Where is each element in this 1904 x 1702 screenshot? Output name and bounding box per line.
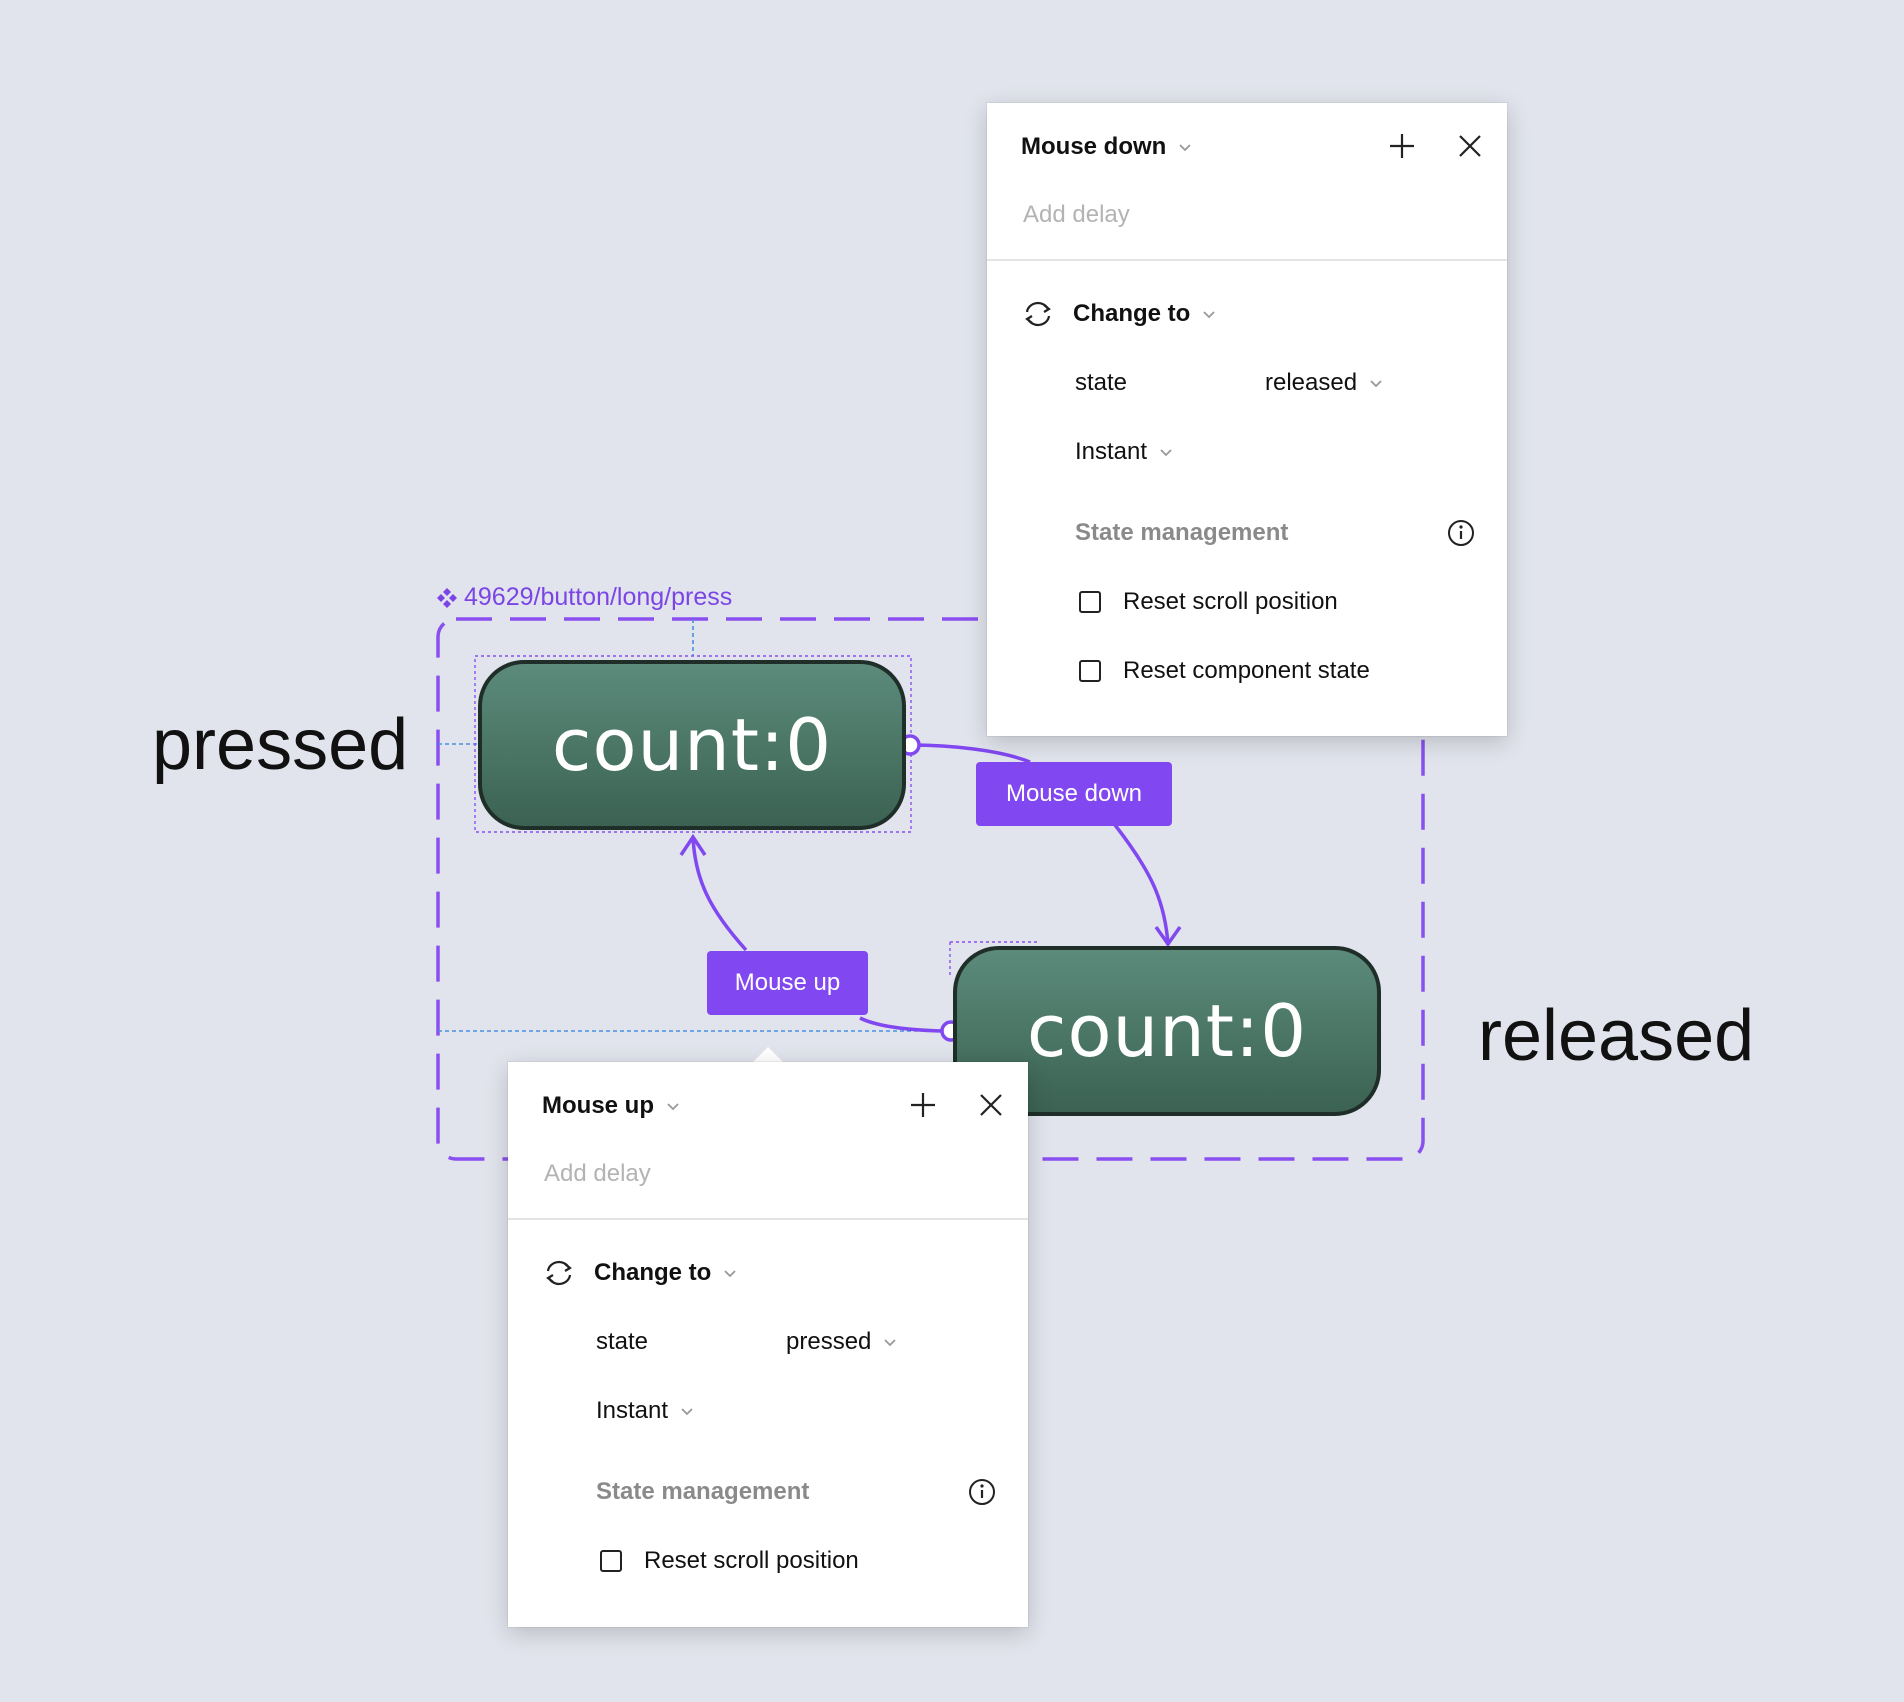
interaction-panel-mouse-down: Mouse down Add delay Change to state (987, 103, 1507, 736)
state-label-released: released (1478, 996, 1755, 1076)
checkbox-label: Reset scroll position (644, 1547, 859, 1574)
plus-icon[interactable] (908, 1090, 938, 1120)
property-value-dropdown[interactable]: released (1265, 369, 1383, 397)
state-management-label: State management (1075, 519, 1289, 546)
chevron-down-icon (1203, 311, 1215, 319)
transition-label: Instant (596, 1397, 669, 1424)
checkbox-label: Reset scroll position (1123, 588, 1338, 615)
transition-dropdown[interactable]: Instant (596, 1397, 694, 1425)
action-dropdown[interactable]: Change to (542, 1258, 737, 1288)
state-label-pressed: pressed (152, 705, 409, 785)
checkbox-reset-scroll[interactable]: Reset scroll position (600, 1547, 859, 1575)
trigger-dropdown[interactable]: Mouse down (1021, 133, 1192, 161)
state-management-heading: State management (1075, 519, 1475, 547)
connector-mouse-down[interactable] (909, 743, 1182, 948)
interaction-panel-mouse-up: Mouse up Add delay Change to state (508, 1062, 1028, 1627)
chevron-down-icon (667, 1103, 679, 1111)
property-name: state (1075, 369, 1128, 396)
variant-released-text: count:0 (1026, 989, 1308, 1073)
variant-pressed-text: count:0 (551, 703, 833, 787)
property-row: state pressed (596, 1328, 897, 1356)
property-row: state released (1075, 369, 1382, 397)
connection-tag-mouse-up[interactable]: Mouse up (707, 951, 868, 1015)
chevron-down-icon (1370, 380, 1382, 388)
trigger-label: Mouse up (542, 1092, 654, 1119)
info-icon[interactable] (1447, 519, 1475, 547)
connection-tag-mouse-down[interactable]: Mouse down (976, 762, 1172, 826)
refresh-icon (1025, 301, 1051, 327)
variant-released[interactable]: count:0 (953, 946, 1381, 1116)
state-management-label: State management (596, 1478, 810, 1505)
chevron-down-icon (1160, 449, 1172, 457)
checkbox-label: Reset component state (1123, 657, 1370, 684)
panel-header: Mouse down Add delay (987, 103, 1507, 261)
plus-icon[interactable] (1387, 131, 1417, 161)
checkbox-box[interactable] (1079, 660, 1101, 682)
property-value: pressed (786, 1328, 872, 1355)
component-set-name-text: 49629/button/long/press (464, 583, 733, 611)
action-label: Change to (594, 1259, 712, 1286)
refresh-icon (546, 1260, 572, 1286)
checkbox-reset-component-state[interactable]: Reset component state (1079, 657, 1370, 685)
checkbox-box[interactable] (600, 1550, 622, 1572)
property-value-dropdown[interactable]: pressed (786, 1328, 897, 1356)
panel-header: Mouse up Add delay (508, 1062, 1028, 1220)
property-name: state (596, 1328, 649, 1355)
property-value: released (1265, 369, 1358, 396)
state-management-heading: State management (596, 1478, 996, 1506)
add-delay-input[interactable]: Add delay (1023, 201, 1130, 228)
checkbox-reset-scroll[interactable]: Reset scroll position (1079, 588, 1338, 616)
component-set-name[interactable]: 49629/button/long/press (436, 583, 732, 612)
action-label: Change to (1073, 300, 1191, 327)
variant-pressed[interactable]: count:0 (478, 660, 906, 830)
transition-label: Instant (1075, 438, 1148, 465)
trigger-dropdown[interactable]: Mouse up (542, 1092, 680, 1120)
chevron-down-icon (724, 1270, 736, 1278)
info-icon[interactable] (968, 1478, 996, 1506)
alignment-guides (438, 619, 955, 1032)
checkbox-box[interactable] (1079, 591, 1101, 613)
panel-pointer (752, 1047, 784, 1063)
action-dropdown[interactable]: Change to (1021, 299, 1216, 329)
chevron-down-icon (681, 1408, 693, 1416)
chevron-down-icon (884, 1339, 897, 1347)
add-delay-input[interactable]: Add delay (544, 1160, 651, 1187)
close-icon[interactable] (1455, 131, 1485, 161)
close-icon[interactable] (976, 1090, 1006, 1120)
chevron-down-icon (1179, 144, 1191, 152)
component-diamond-icon (437, 587, 457, 608)
trigger-label: Mouse down (1021, 133, 1167, 160)
transition-dropdown[interactable]: Instant (1075, 438, 1173, 466)
